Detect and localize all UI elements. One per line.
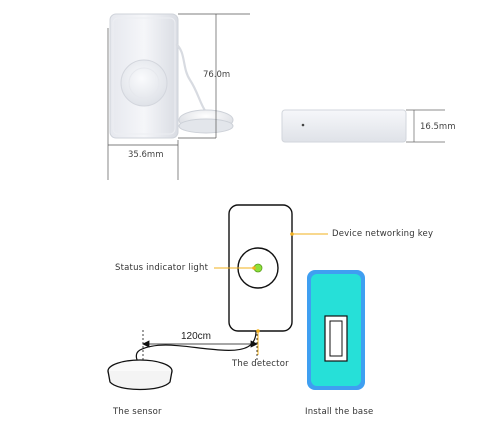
sensor-label: The sensor xyxy=(113,407,162,417)
thickness-dimension-label: 16.5mm xyxy=(420,122,456,132)
height-dimension-label: 76.0m xyxy=(203,70,231,80)
cable-length-bracket xyxy=(142,330,258,360)
width-dimension-label: 35.6mm xyxy=(128,150,164,160)
base-illustration xyxy=(307,270,365,390)
callout-leaders xyxy=(214,233,328,355)
callout-dots xyxy=(252,232,294,333)
dimension-lines xyxy=(107,13,250,180)
device-side-photo xyxy=(281,109,445,143)
sensor-cable xyxy=(135,330,257,363)
status-light-label: Status indicator light xyxy=(115,263,209,273)
networking-key-label: Device networking key xyxy=(332,229,434,239)
cable-length-label: 120cm xyxy=(181,331,212,342)
detector-label: The detector xyxy=(232,359,289,369)
base-label: Install the base xyxy=(305,407,374,417)
detector-outline xyxy=(228,204,293,332)
device-front-photo xyxy=(109,13,234,139)
sensor-puck-outline xyxy=(107,359,173,391)
